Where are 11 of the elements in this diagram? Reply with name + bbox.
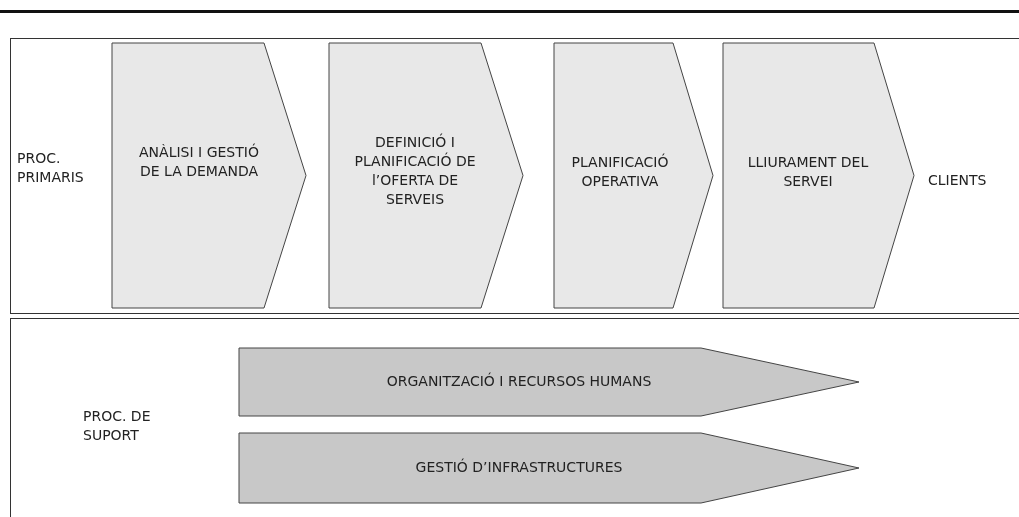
process-band	[10, 318, 1019, 517]
band-label: PROC. PRIMARIS	[17, 149, 85, 187]
step-label: PLANIFICACIÓ OPERATIVA	[570, 153, 670, 191]
band-label: PROC. DE SUPORT	[83, 407, 152, 445]
step-label: LLIURAMENT DEL SERVEI	[746, 153, 870, 191]
customer-label: CLIENTS	[928, 172, 987, 188]
step-label: GESTIÓ D’INFRASTRUCTURES	[414, 458, 624, 477]
step-label: ANÀLISI I GESTIÓ DE LA DEMANDA	[138, 143, 260, 181]
step-label: DEFINICIÓ I PLANIFICACIÓ DE l’OFERTA DE SERVEIS	[353, 133, 477, 209]
process-band	[10, 38, 1019, 314]
step-label: ORGANITZACIÓ I RECURSOS HUMANS	[385, 372, 653, 391]
